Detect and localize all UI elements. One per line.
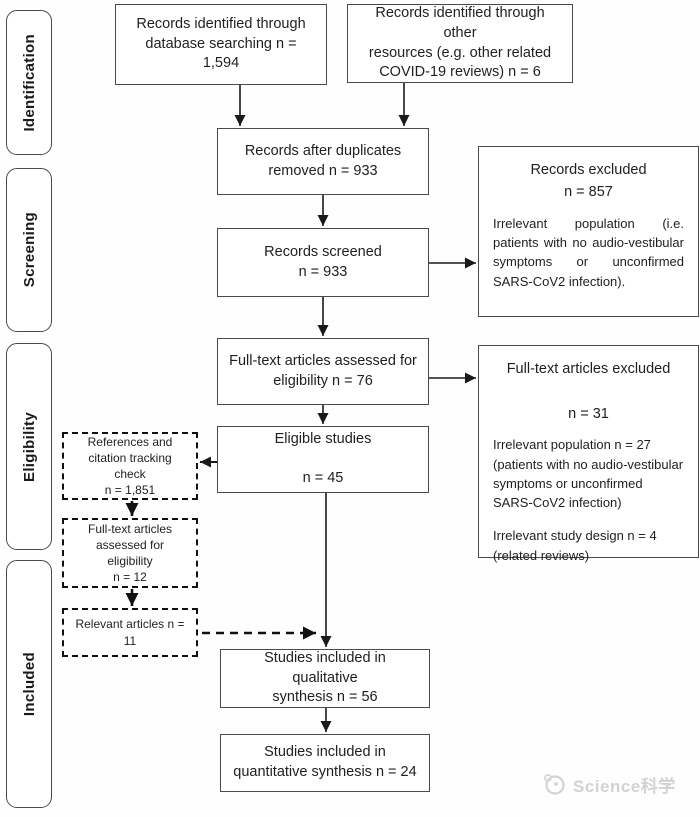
box-relevant-articles: Relevant articles n = 11 [62,608,198,657]
box-database-search: Records identified through database sear… [115,4,327,85]
box-title: Full-text articles excluded n = 31 [506,361,671,422]
box-other-resources: Records identified through other resourc… [347,4,573,83]
box-fulltext-excluded: Full-text articles excluded n = 31 Irrel… [478,345,699,563]
box-text: Records after duplicates removed n = 933 [244,142,402,179]
box-records-screened: Records screened n = 933 [217,228,429,297]
box-fulltext-assessed: Full-text articles assessed for eligibil… [217,338,429,405]
stage-tab-included: Included [6,560,52,808]
box-body: Irrelevant study design n = 4 (related r… [493,528,657,563]
box-quantitative-synthesis: Studies included in quantitative synthes… [220,734,430,792]
box-text: Studies included in quantitative synthes… [233,744,417,780]
box-records-excluded: Records excluded n = 857 Irrelevant popu… [478,146,699,317]
box-body: Irrelevant population n = 27 (patients w… [493,437,684,511]
stage-tab-screening: Screening [6,168,52,332]
box-fulltext-eligibility-12: Full-text articles assessed for eligibil… [62,518,198,588]
box-eligible-studies: Eligible studies n = 45 [217,426,429,493]
box-text: Eligible studies n = 45 [274,431,372,487]
box-body: Irrelevant population (i.e. patients wit… [493,215,684,289]
box-title: Records excluded n = 857 [530,162,647,201]
stage-label: Included [20,651,38,717]
box-text: Full-text articles assessed for eligibil… [229,352,417,389]
box-text: Studies included in qualitative synthesi… [264,650,386,706]
watermark-text: Science科学 [573,776,676,796]
science-logo-icon [544,774,565,795]
box-text: References and citation tracking check n… [87,434,173,498]
stage-tab-eligibility: Eligibility [6,343,52,550]
box-text: Records screened n = 933 [264,243,382,280]
stage-label: Identification [20,33,38,132]
stage-label: Eligibility [20,411,38,482]
box-qualitative-synthesis: Studies included in qualitative synthesi… [220,649,430,708]
box-text: Relevant articles n = 11 [75,617,185,648]
box-text: Records identified through database sear… [136,16,306,72]
watermark: Science科学 [541,771,676,797]
stage-tab-identification: Identification [6,10,52,155]
box-duplicates-removed: Records after duplicates removed n = 933 [217,128,429,195]
box-text: Full-text articles assessed for eligibil… [87,521,173,585]
box-references-check: References and citation tracking check n… [62,432,198,500]
box-text: Records identified through other resourc… [368,5,552,81]
stage-label: Screening [20,212,38,288]
